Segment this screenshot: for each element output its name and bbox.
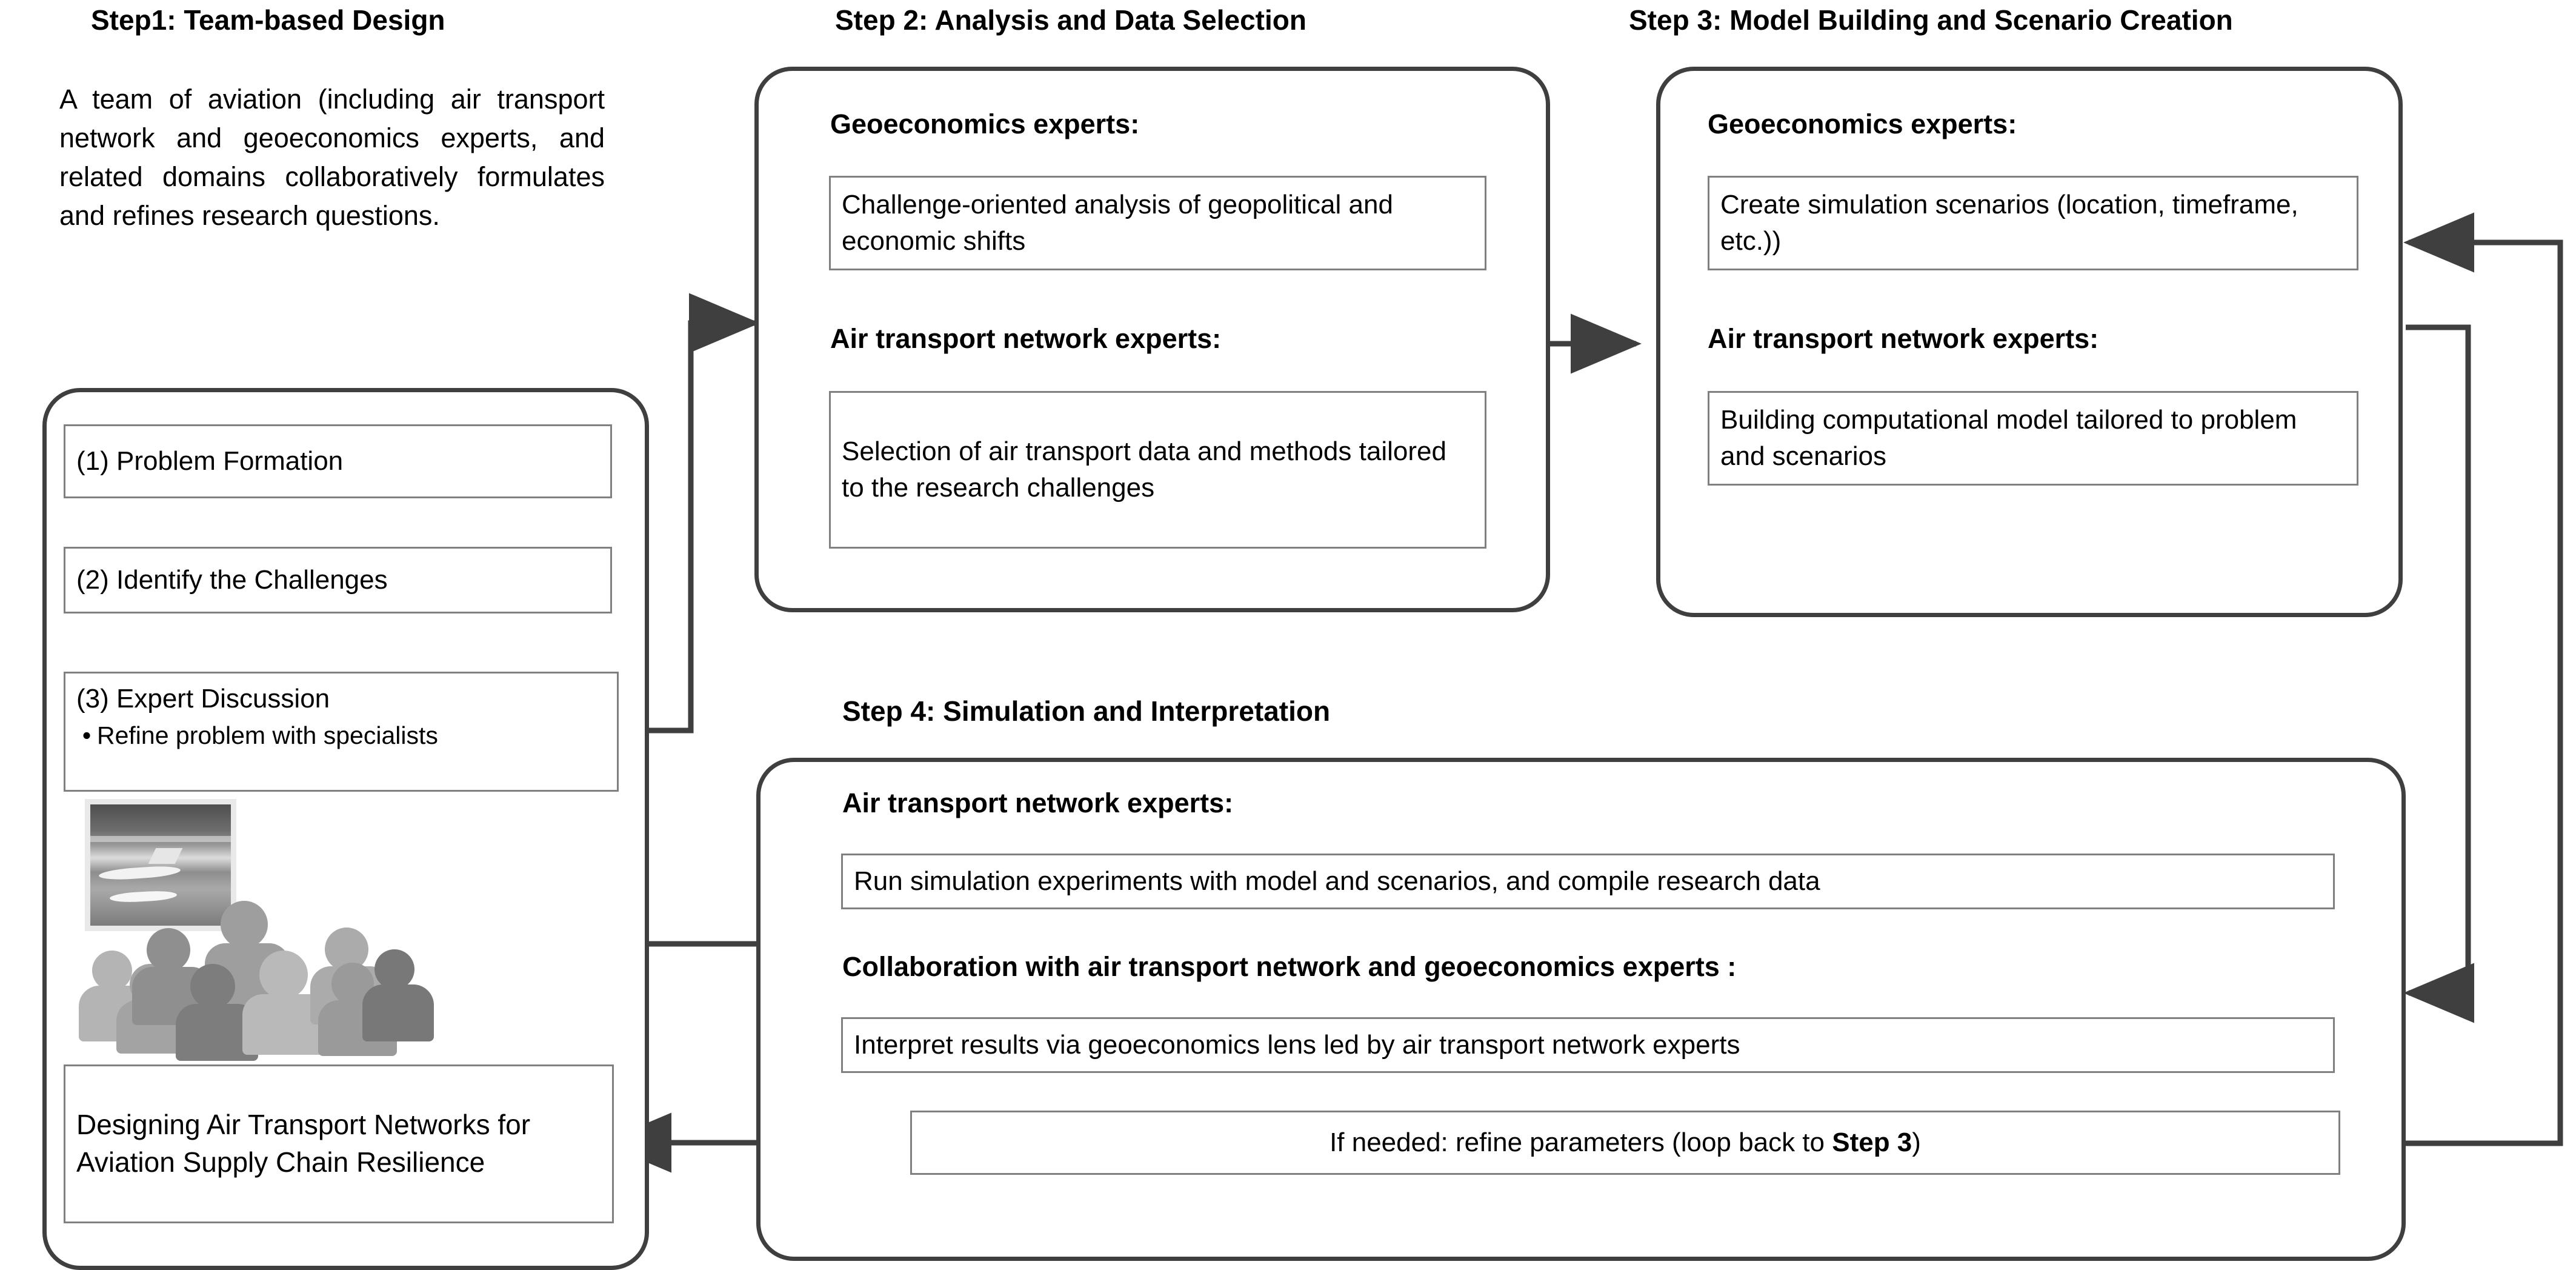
step4-task-interpret[interactable]: Interpret results via geoeconomics lens … xyxy=(841,1017,2335,1073)
step3-role-air-transport: Air transport network experts: xyxy=(1708,323,2099,354)
step2-task-air-transport-label: Selection of air transport data and meth… xyxy=(842,436,1446,503)
person-icon xyxy=(362,949,434,1041)
step4-panel xyxy=(756,758,2406,1261)
step1-title: Step1: Team-based Design xyxy=(91,4,445,36)
step2-task-geoeconomics-label: Challenge-oriented analysis of geopoliti… xyxy=(842,190,1393,256)
step3-task-geoeconomics[interactable]: Create simulation scenarios (location, t… xyxy=(1708,176,2358,270)
airplane-photo-icon xyxy=(85,799,236,931)
step3-task-air-transport-label: Building computational model tailored to… xyxy=(1720,405,2297,471)
step1-expert-discussion-heading: (3) Expert Discussion xyxy=(76,684,330,714)
step1-box-problem-formation[interactable]: (1) Problem Formation xyxy=(64,424,612,498)
step1-box-problem-formation-label: (1) Problem Formation xyxy=(76,446,344,476)
step3-panel xyxy=(1656,67,2403,617)
bullet-icon: • xyxy=(82,721,92,749)
step1-box-identify-challenges[interactable]: (2) Identify the Challenges xyxy=(64,547,612,613)
step2-task-geoeconomics[interactable]: Challenge-oriented analysis of geopoliti… xyxy=(829,176,1486,270)
step4-loop-back-box[interactable]: If needed: refine parameters (loop back … xyxy=(910,1111,2340,1175)
step3-role-geoeconomics: Geoeconomics experts: xyxy=(1708,109,2017,139)
step1-box-expert-discussion[interactable]: (3) Expert Discussion • Refine problem w… xyxy=(64,672,619,792)
step3-task-geoeconomics-label: Create simulation scenarios (location, t… xyxy=(1720,190,2298,256)
step4-loop-prefix: If needed: refine parameters (loop back … xyxy=(1330,1128,1832,1158)
step4-task-run-simulation[interactable]: Run simulation experiments with model an… xyxy=(841,854,2335,909)
step2-task-air-transport[interactable]: Selection of air transport data and meth… xyxy=(829,391,1486,549)
step4-title: Step 4: Simulation and Interpretation xyxy=(842,695,1331,727)
step3-title: Step 3: Model Building and Scenario Crea… xyxy=(1629,4,2233,36)
step1-box-outcome[interactable]: Designing Air Transport Networks for Avi… xyxy=(64,1064,614,1223)
step2-role-geoeconomics: Geoeconomics experts: xyxy=(830,109,1140,139)
step4-task-interpret-label: Interpret results via geoeconomics lens … xyxy=(854,1030,1740,1060)
team-meeting-clipart xyxy=(79,799,434,1061)
step1-intro-text: A team of aviation (including air transp… xyxy=(59,84,605,231)
step2-role-air-transport: Air transport network experts: xyxy=(830,323,1222,354)
step2-title: Step 2: Analysis and Data Selection xyxy=(835,4,1306,36)
step1-expert-discussion-bullet: Refine problem with specialists xyxy=(97,721,438,749)
step4-role-run: Air transport network experts: xyxy=(842,787,1234,818)
step3-task-air-transport[interactable]: Building computational model tailored to… xyxy=(1708,391,2358,486)
wire-step3-to-step4 xyxy=(2403,324,2474,1023)
step1-box-identify-challenges-label: (2) Identify the Challenges xyxy=(76,565,388,595)
step4-role-collaboration: Collaboration with air transport network… xyxy=(842,951,1737,982)
step4-loop-suffix: ) xyxy=(1912,1128,1921,1158)
step4-task-run-simulation-label: Run simulation experiments with model an… xyxy=(854,866,1820,897)
step4-loop-emphasis: Step 3 xyxy=(1832,1128,1912,1158)
step1-outcome-label: Designing Air Transport Networks for Avi… xyxy=(76,1109,531,1178)
